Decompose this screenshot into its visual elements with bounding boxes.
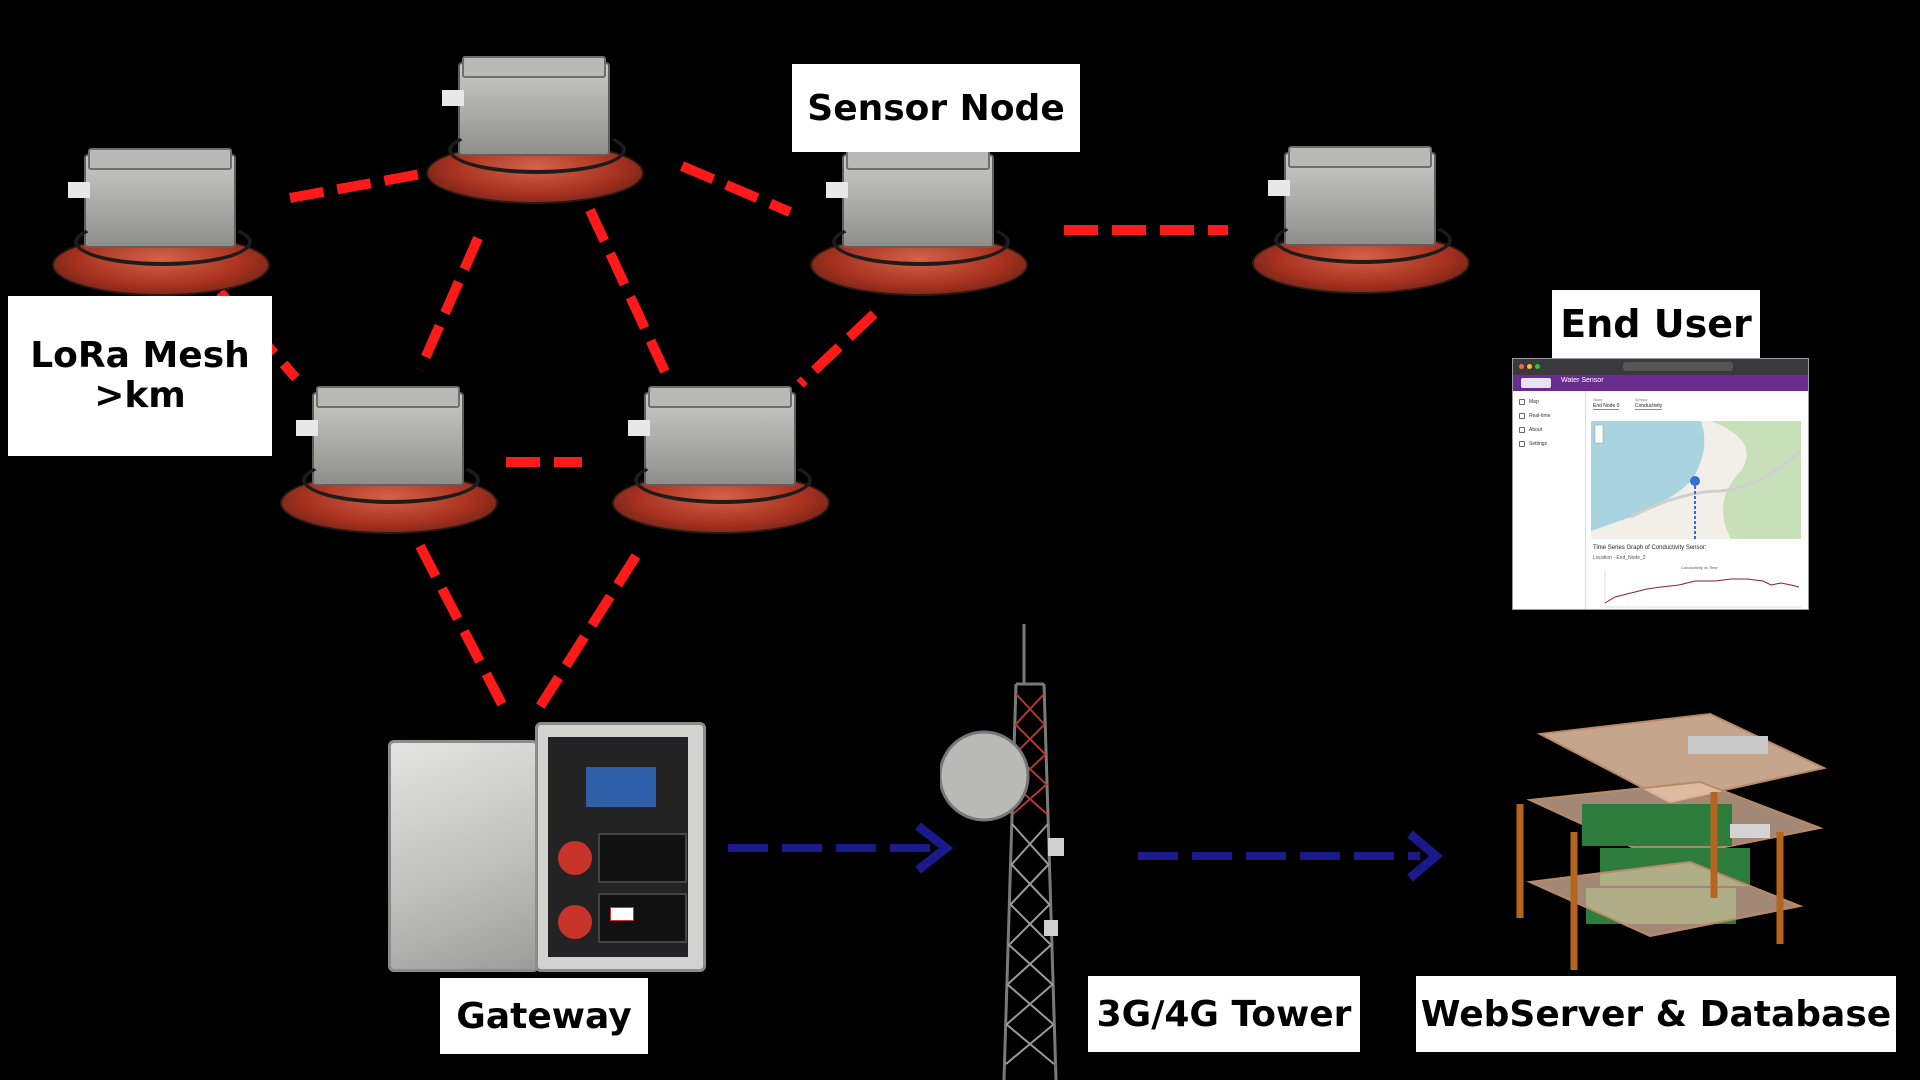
clock-icon (1519, 413, 1525, 419)
lora-link (415, 235, 483, 373)
lora-link (680, 161, 792, 217)
graph-title: Time Series Graph of Conductivity Sensor… (1593, 545, 1707, 551)
sensor-node (272, 386, 502, 546)
lora-link (585, 207, 671, 377)
app-header (1513, 375, 1808, 391)
arrowheads (915, 822, 1443, 882)
sensor-node (604, 386, 834, 546)
web-app-screenshot: Water Sensor Map Real-time About Setting… (1512, 358, 1809, 610)
cell-tower (940, 624, 1120, 1080)
sensor-node (44, 148, 274, 308)
nav-item-about: About (1519, 427, 1542, 433)
webserver-label-text: WebServer & Database (1420, 993, 1892, 1035)
info-icon (1519, 427, 1525, 433)
gear-icon (1519, 441, 1525, 447)
graph-inner-title: Conductivity vs Time (1681, 565, 1718, 570)
sensor-select-label: Sensor (1635, 397, 1648, 402)
map-marker-icon (1690, 476, 1700, 486)
lora-link (415, 543, 513, 719)
app-sidebar: Map Real-time About Settings (1513, 391, 1586, 609)
sensor-node-label: Sensor Node (792, 64, 1080, 152)
app-title: Water Sensor (1561, 377, 1604, 384)
sensor-node-label-text: Sensor Node (807, 87, 1065, 129)
address-bar (1623, 362, 1733, 371)
end-user-label-text: End User (1560, 302, 1752, 346)
gateway-label: Gateway (440, 978, 648, 1054)
node-select: End Node 0 (1593, 403, 1620, 410)
app-logo (1521, 378, 1551, 388)
end-user-label: End User (1552, 290, 1760, 358)
browser-toolbar (1513, 359, 1808, 375)
webserver-raspberry-pi (1490, 712, 1830, 982)
dish-antenna-icon (940, 730, 1030, 822)
sensor-node (1244, 146, 1474, 306)
lora-mesh-label-line2: >km (94, 375, 186, 416)
lora-link (529, 553, 641, 719)
nav-item-settings: Settings (1519, 441, 1547, 447)
lora-link (289, 167, 433, 203)
arrowhead-icon (915, 822, 954, 874)
arrowhead-icon (1407, 830, 1443, 882)
nav-item-map: Map (1519, 399, 1539, 405)
nav-item-realtime: Real-time (1519, 413, 1550, 419)
sensor-select: Conductivity (1635, 403, 1663, 410)
graph-location: Location - End_Node_2 (1593, 555, 1646, 561)
tower-label-text: 3G/4G Tower (1096, 993, 1352, 1035)
lora-link (796, 310, 878, 388)
lora-mesh-label-line1: LoRa Mesh (30, 335, 250, 376)
cellular-links (728, 844, 1420, 860)
gateway-label-text: Gateway (456, 995, 632, 1037)
node-select-label: Node (1593, 397, 1603, 402)
map-view (1591, 421, 1801, 539)
sensor-node (802, 148, 1032, 308)
map-icon (1519, 399, 1525, 405)
conductivity-graph: Conductivity vs Time (1591, 563, 1803, 609)
sensor-node (418, 56, 648, 216)
lora-mesh-label: LoRa Mesh >km (8, 296, 272, 456)
gateway-enclosure (380, 712, 720, 974)
tower-label: 3G/4G Tower (1088, 976, 1360, 1052)
webserver-label: WebServer & Database (1416, 976, 1896, 1052)
